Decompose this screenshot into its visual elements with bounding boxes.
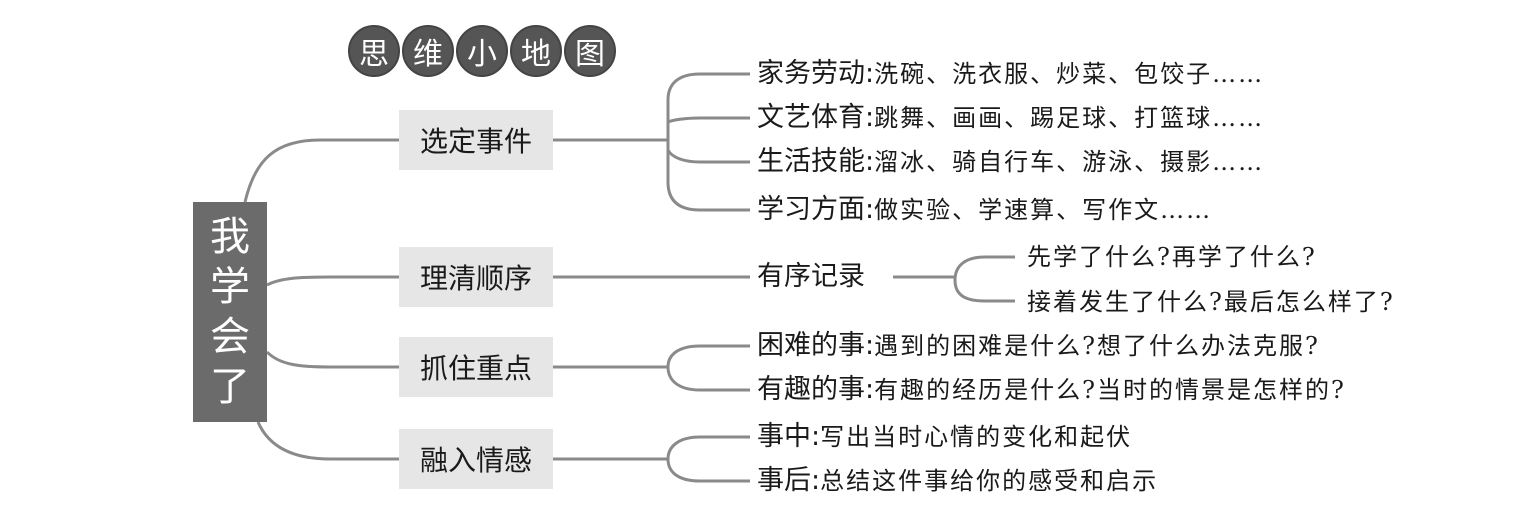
leaf-sep: : bbox=[865, 146, 875, 177]
leaf-item: 学习方面:做实验、学速算、写作文…… bbox=[757, 192, 1212, 228]
leaf-value: 遇到的困难是什么?想了什么办法克服? bbox=[874, 332, 1320, 360]
root-char: 了 bbox=[210, 364, 250, 410]
branch-node-key-points: 抓住重点 bbox=[399, 337, 553, 397]
title-char: 地 bbox=[510, 25, 562, 77]
leaf-item: 家务劳动:洗碗、洗衣服、炒菜、包饺子…… bbox=[757, 56, 1264, 92]
leaf-value: 写出当时心情的变化和起伏 bbox=[820, 423, 1133, 451]
branch-node-clarify-order: 理清顺序 bbox=[399, 247, 553, 307]
leaf-item: 困难的事:遇到的困难是什么?想了什么办法克服? bbox=[757, 328, 1320, 364]
leaf-sep: : bbox=[865, 102, 875, 133]
leaf-value: 溜冰、骑自行车、游泳、摄影…… bbox=[874, 148, 1265, 176]
leaf-item: 生活技能:溜冰、骑自行车、游泳、摄影…… bbox=[757, 144, 1264, 180]
leaf-key: 家务劳动 bbox=[757, 58, 865, 89]
mind-map-title: 思 维 小 地 图 bbox=[348, 25, 616, 77]
leaf-sep: : bbox=[811, 421, 821, 452]
leaf-key: 生活技能 bbox=[757, 146, 865, 177]
leaf-value: 总结这件事给你的感受和启示 bbox=[820, 467, 1159, 495]
root-char: 会 bbox=[210, 314, 250, 360]
title-char: 思 bbox=[348, 25, 400, 77]
root-node: 我 学 会 了 bbox=[193, 202, 267, 422]
branch-node-emotion: 融入情感 bbox=[399, 429, 553, 489]
sub-node-ordered-record: 有序记录 bbox=[757, 259, 865, 295]
leaf-key: 有趣的事 bbox=[757, 374, 865, 405]
leaf-key: 文艺体育 bbox=[757, 102, 865, 133]
leaf-value: 洗碗、洗衣服、炒菜、包饺子…… bbox=[874, 60, 1265, 88]
leaf-key: 学习方面 bbox=[757, 194, 865, 225]
leaf-key: 困难的事 bbox=[757, 330, 865, 361]
leaf-sep: : bbox=[811, 465, 821, 496]
sub-node-label: 有序记录 bbox=[757, 261, 865, 292]
leaf-value: 有趣的经历是什么?当时的情景是怎样的? bbox=[874, 376, 1346, 404]
leaf-item: 事后:总结这件事给你的感受和启示 bbox=[757, 463, 1158, 499]
title-char: 图 bbox=[564, 25, 616, 77]
leaf-item: 事中:写出当时心情的变化和起伏 bbox=[757, 419, 1132, 455]
leaf-value: 做实验、学速算、写作文…… bbox=[874, 196, 1213, 224]
leaf-sep: : bbox=[865, 330, 875, 361]
leaf-sep: : bbox=[865, 58, 875, 89]
leaf-item: 有趣的事:有趣的经历是什么?当时的情景是怎样的? bbox=[757, 372, 1346, 408]
leaf-sep: : bbox=[865, 374, 875, 405]
title-char: 维 bbox=[402, 25, 454, 77]
title-char: 小 bbox=[456, 25, 508, 77]
leaf-value: 跳舞、画画、踢足球、打篮球…… bbox=[874, 104, 1265, 132]
root-char: 我 bbox=[210, 214, 250, 260]
sub-leaf: 先学了什么?再学了什么? bbox=[1027, 243, 1317, 271]
sub-leaf: 接着发生了什么?最后怎么样了? bbox=[1027, 288, 1395, 316]
root-char: 学 bbox=[210, 264, 250, 310]
leaf-key: 事中 bbox=[757, 421, 811, 452]
leaf-sep: : bbox=[865, 194, 875, 225]
branch-node-select-event: 选定事件 bbox=[399, 110, 553, 170]
leaf-item: 文艺体育:跳舞、画画、踢足球、打篮球…… bbox=[757, 100, 1264, 136]
leaf-key: 事后 bbox=[757, 465, 811, 496]
